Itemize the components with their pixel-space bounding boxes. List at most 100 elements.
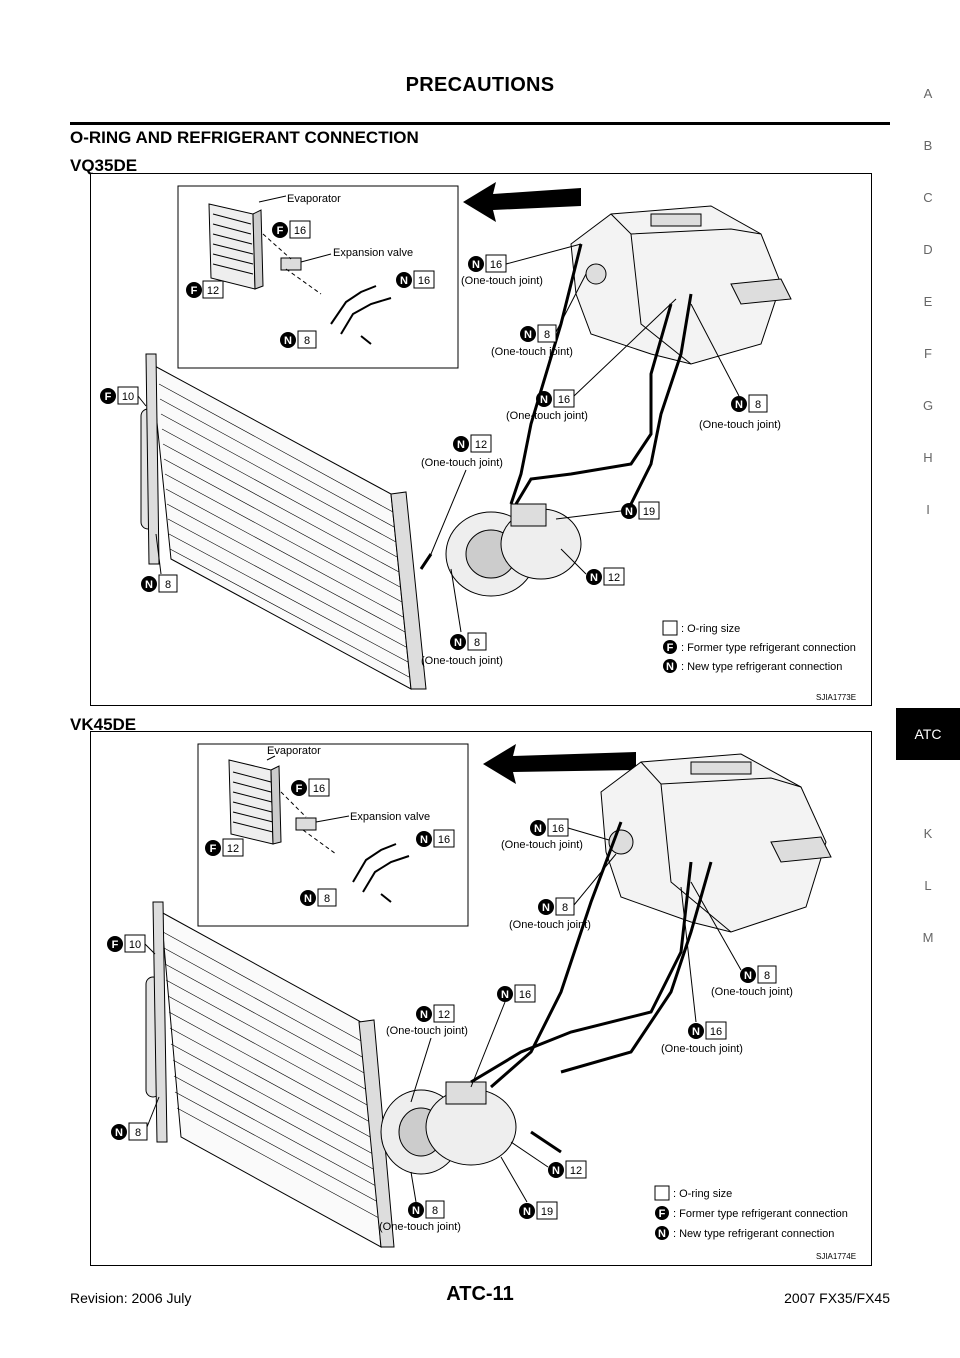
header-rule (70, 122, 890, 125)
callout-n12-upper: N 12 (453, 434, 492, 453)
side-index-g[interactable]: G (922, 398, 934, 413)
svg-text:12: 12 (570, 1165, 582, 1177)
callout-n12-upper: N 12 (416, 1004, 455, 1023)
evaporator-drawing (208, 203, 264, 290)
svg-text:12: 12 (608, 572, 620, 584)
callout-n8-bottom: N 8 (408, 1200, 445, 1219)
hvac-unit-drawing (600, 753, 832, 933)
expansion-valve-drawing (295, 817, 317, 831)
svg-text:: New type refrigerant connect: : New type refrigerant connection (681, 661, 842, 673)
side-index-d[interactable]: D (923, 242, 933, 257)
svg-text:N: N (542, 902, 550, 914)
svg-text:N: N (145, 579, 153, 591)
svg-text:16: 16 (710, 1026, 722, 1038)
callout-n16-upper: N 16 (530, 818, 569, 837)
svg-text:16: 16 (294, 225, 306, 237)
joint-label-5: (One-touch joint) (661, 1043, 743, 1055)
callout-n8-condenser: N 8 (141, 574, 178, 593)
svg-text:F: F (105, 391, 112, 403)
side-index-m[interactable]: M (922, 930, 934, 945)
side-index-e[interactable]: E (923, 294, 933, 309)
svg-text:N: N (420, 1009, 428, 1021)
svg-text:N: N (658, 1228, 666, 1240)
callout-ins-n16: N 16 (416, 829, 455, 848)
figure-vk45de: Evaporator Expansion valve F 16 F 12 N 1… (90, 731, 872, 1266)
expansion-valve-drawing (280, 257, 302, 271)
svg-text:N: N (472, 259, 480, 271)
svg-text:: O-ring size: : O-ring size (681, 623, 740, 635)
svg-text:N: N (625, 506, 633, 518)
side-index-c[interactable]: C (923, 190, 933, 205)
svg-text:19: 19 (541, 1206, 553, 1218)
svg-text:N: N (552, 1165, 560, 1177)
figure-2-legend: : O-ring size F : Former type refrigeran… (654, 1185, 848, 1240)
refrigerant-pipes (419, 243, 693, 570)
inset-expansion-valve-label: Expansion valve (350, 811, 430, 823)
callout-n16-upper: N 16 (468, 254, 507, 273)
callout-ins-n8: N 8 (300, 888, 337, 907)
svg-text:16: 16 (490, 259, 502, 271)
svg-text:N: N (534, 823, 542, 835)
callout-n12-lower: N 12 (586, 567, 625, 586)
svg-text:F: F (667, 642, 674, 654)
figure-vq35de: Evaporator Expansion valve F 16 F 12 N 1… (90, 173, 872, 706)
svg-text:N: N (744, 970, 752, 982)
svg-text:N: N (735, 399, 743, 411)
condenser-drawing (140, 353, 427, 690)
callout-ins-n8: N 8 (280, 330, 317, 349)
callout-f10: F 10 (100, 386, 139, 405)
callout-n12-lower: N 12 (548, 1160, 587, 1179)
svg-text:N: N (284, 335, 292, 347)
svg-text:N: N (692, 1026, 700, 1038)
figure-1-legend: : O-ring size F : Former type refrigeran… (662, 620, 856, 673)
svg-text:8: 8 (304, 335, 310, 347)
side-index-l[interactable]: L (924, 878, 932, 893)
callout-n8-upper: N 8 (520, 324, 557, 343)
svg-text:F: F (277, 225, 284, 237)
svg-text:8: 8 (432, 1205, 438, 1217)
callout-f10: F 10 (107, 934, 146, 953)
svg-text:8: 8 (135, 1127, 141, 1139)
svg-text:10: 10 (129, 939, 141, 951)
svg-text:12: 12 (438, 1009, 450, 1021)
inset-evaporator-label: Evaporator (267, 745, 321, 757)
callout-n8-bottom: N 8 (450, 632, 487, 651)
callout-ins-f12: F 12 (186, 280, 224, 299)
side-index-f[interactable]: F (924, 346, 932, 361)
side-index-h[interactable]: H (923, 450, 933, 465)
figure-vk45de-drawing: Evaporator Expansion valve F 16 F 12 N 1… (107, 743, 856, 1261)
callout-n8-right: N 8 (731, 394, 768, 413)
svg-text:8: 8 (544, 329, 550, 341)
joint-label-3: (One-touch joint) (711, 986, 793, 998)
figure-2-subtitle: VK45DE (70, 715, 137, 734)
svg-text:12: 12 (207, 285, 219, 297)
side-index-atc-active-tab[interactable]: ATC (896, 708, 960, 760)
svg-text:16: 16 (552, 823, 564, 835)
svg-text:N: N (590, 572, 598, 584)
side-index-b[interactable]: B (923, 138, 933, 153)
side-index-i[interactable]: I (926, 502, 930, 517)
svg-text:12: 12 (475, 439, 487, 451)
side-index-k[interactable]: K (923, 826, 933, 841)
callout-ins-f16: F 16 (291, 778, 330, 797)
svg-text:F: F (210, 843, 217, 855)
compressor-drawing (380, 1081, 517, 1175)
svg-text:: New type refrigerant connect: : New type refrigerant connection (673, 1228, 834, 1240)
svg-text:N: N (457, 439, 465, 451)
inset-evaporator-label: Evaporator (287, 193, 341, 205)
callout-n16-center: N 16 (497, 984, 536, 1003)
callout-n16-middle: N 16 (536, 389, 575, 408)
svg-text:F: F (112, 939, 119, 951)
svg-text:N: N (412, 1205, 420, 1217)
side-index-a[interactable]: A (923, 86, 933, 101)
svg-text:N: N (400, 275, 408, 287)
svg-text:8: 8 (562, 902, 568, 914)
callout-n16-right: N 16 (688, 1021, 727, 1040)
svg-text:: Former type refrigerant conn: : Former type refrigerant connection (681, 642, 856, 654)
figure-vq35de-drawing: Evaporator Expansion valve F 16 F 12 N 1… (100, 182, 856, 702)
joint-label-1: (One-touch joint) (461, 275, 543, 287)
callout-n8-upper: N 8 (538, 897, 575, 916)
joint-label-2: (One-touch joint) (509, 919, 591, 931)
svg-text:: Former type refrigerant conn: : Former type refrigerant connection (673, 1208, 848, 1220)
svg-text:16: 16 (558, 394, 570, 406)
